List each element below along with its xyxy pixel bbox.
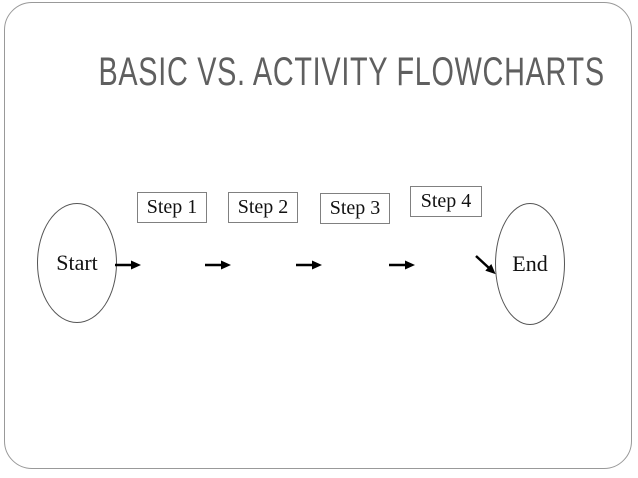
flow-node-step-2: Step 2 bbox=[228, 192, 298, 223]
slide-title-area: BASIC VS. ACTIVITY FLOWCHARTS bbox=[0, 52, 638, 92]
flow-node-step-3: Step 3 bbox=[320, 193, 390, 224]
flow-node-step-2-label: Step 2 bbox=[237, 196, 289, 218]
flow-node-start-label: Start bbox=[56, 250, 98, 275]
flow-node-step-1: Step 1 bbox=[137, 192, 207, 223]
flow-node-start: Start bbox=[37, 203, 117, 323]
flow-node-step-4: Step 4 bbox=[410, 186, 482, 217]
flow-node-step-1-label: Step 1 bbox=[146, 196, 198, 218]
flow-node-step-3-label: Step 3 bbox=[329, 197, 381, 219]
flow-node-step-4-label: Step 4 bbox=[420, 190, 472, 212]
flow-node-end: End bbox=[495, 203, 565, 325]
flow-node-end-label: End bbox=[512, 251, 548, 276]
slide-title: BASIC VS. ACTIVITY FLOWCHARTS bbox=[98, 50, 605, 94]
